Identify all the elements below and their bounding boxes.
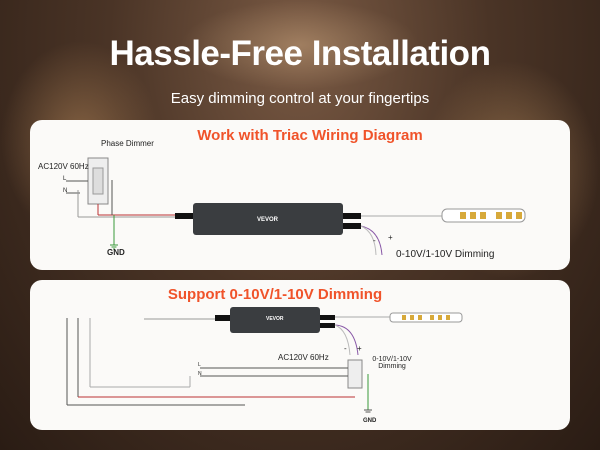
led-driver <box>230 307 320 333</box>
triac-wiring-diagram: VEVOR <box>66 157 526 256</box>
n-label: N <box>198 371 202 377</box>
panel-title: Work with Triac Wiring Diagram <box>197 127 423 144</box>
page-subtitle: Easy dimming control at your fingertips <box>170 90 430 107</box>
plus-label: + <box>357 344 362 353</box>
background-light <box>180 0 420 90</box>
minus-label: - <box>344 344 347 353</box>
led-strip <box>389 312 463 323</box>
driver-brand: VEVOR <box>257 217 279 223</box>
triac-wiring-panel: Work with Triac Wiring Diagram VEVOR Pha… <box>30 120 570 270</box>
ac-label: AC120V 60Hz <box>38 162 89 171</box>
l-label: L <box>63 176 67 182</box>
gnd-label: GND <box>363 418 377 424</box>
dimming-panel: Support 0-10V/1-10V Dimming VEVOR AC120V… <box>30 280 570 430</box>
dimming-label: 0-10V/1-10V Dimming <box>396 249 495 260</box>
l-label: L <box>198 362 201 368</box>
gnd-label: GND <box>107 248 125 257</box>
phase-dimmer-label: Phase Dimmer <box>101 139 154 148</box>
dimming-label: 0-10V/1-10V Dimming <box>372 356 412 370</box>
page-title: Hassle-Free Installation <box>109 34 491 73</box>
minus-label: - <box>373 236 376 245</box>
plus-label: + <box>388 233 393 242</box>
ac-label: AC120V 60Hz <box>278 353 329 362</box>
led-driver <box>193 203 343 235</box>
driver-brand: VEVOR <box>266 316 284 322</box>
dimmer-icon <box>347 359 363 389</box>
panel-title: Support 0-10V/1-10V Dimming <box>167 286 383 303</box>
dimming-wiring-diagram: VEVOR <box>66 307 463 413</box>
n-label: N <box>63 188 68 194</box>
